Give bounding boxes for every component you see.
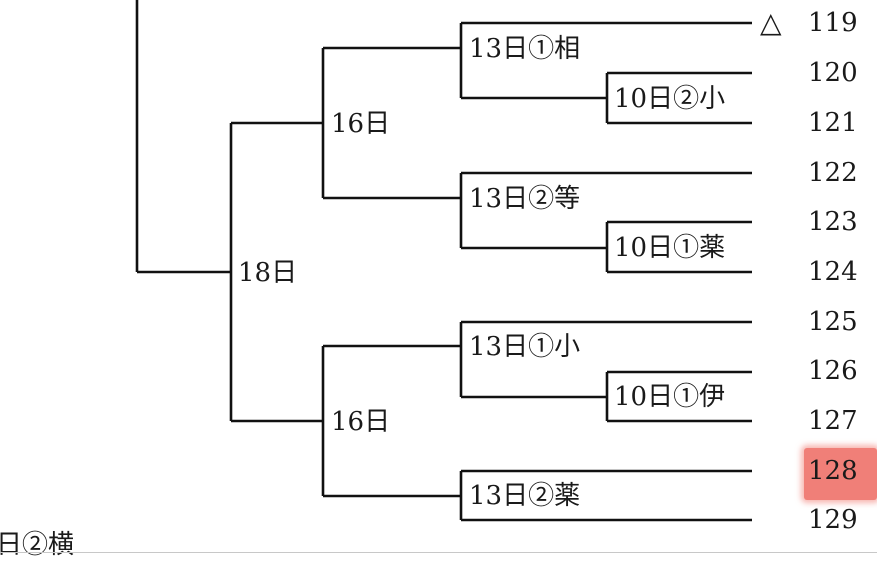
entry-number: 123 xyxy=(808,207,858,237)
triangle-marker-icon: △ xyxy=(760,6,782,39)
entry-number: 121 xyxy=(808,108,858,138)
match-label: 10日②小 xyxy=(614,84,726,114)
entry-number: 119 xyxy=(808,8,858,38)
entry-number: 120 xyxy=(808,58,858,88)
entry-number: 129 xyxy=(808,505,858,535)
round-label-16-lower: 16日 xyxy=(331,407,391,437)
entry-number: 125 xyxy=(808,307,858,337)
match-label: 10日①伊 xyxy=(614,382,726,412)
highlight-marker xyxy=(804,448,877,500)
cut-off-label: 日②横 xyxy=(0,530,75,560)
entry-number: 127 xyxy=(808,406,858,436)
match-label: 13日①小 xyxy=(469,332,581,362)
match-label: 10日①薬 xyxy=(614,233,726,263)
match-label: 13日②薬 xyxy=(469,481,581,511)
round-label-18: 18日 xyxy=(238,258,298,288)
entry-number-highlighted: 128 xyxy=(808,456,858,486)
match-label: 13日①相 xyxy=(469,34,581,64)
match-label: 13日②等 xyxy=(469,184,581,214)
round-label-16-upper: 16日 xyxy=(331,109,391,139)
divider xyxy=(0,552,877,553)
entry-number: 126 xyxy=(808,356,858,386)
entry-number: 124 xyxy=(808,257,858,287)
entry-number: 122 xyxy=(808,158,858,188)
